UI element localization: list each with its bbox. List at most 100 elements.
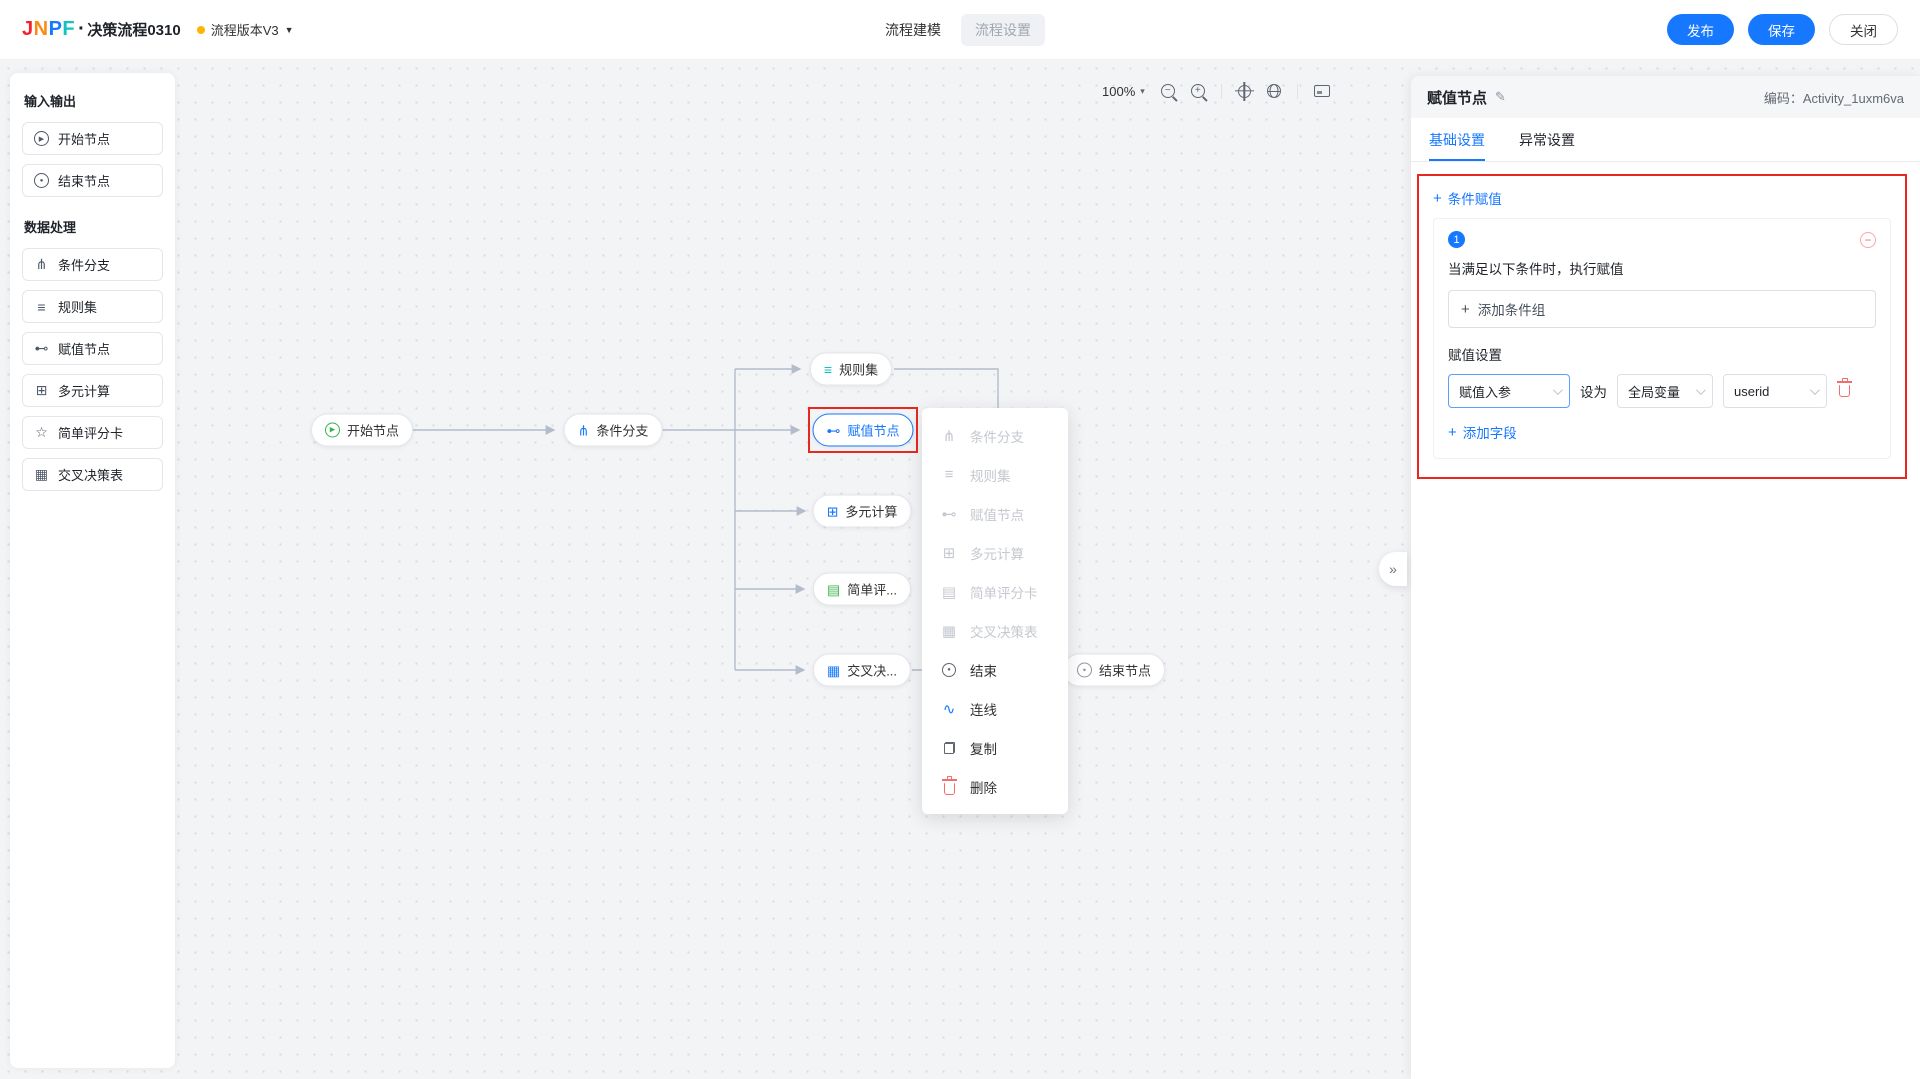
add-condition-group-label: 添加条件组	[1477, 303, 1546, 318]
tab-basic-settings[interactable]: 基础设置	[1429, 118, 1485, 161]
add-field-label: 添加字段	[1462, 426, 1517, 441]
node-start[interactable]: ▶ 开始节点	[310, 413, 414, 447]
palette-item-assignment[interactable]: ⊷ 赋值节点	[22, 332, 163, 365]
logo-letter: P	[48, 18, 63, 40]
menu-item-label: 赋值节点	[970, 507, 1024, 523]
node-condition-branch[interactable]: ⋔ 条件分支	[563, 413, 663, 447]
scope-select[interactable]: 全局变量	[1617, 374, 1713, 408]
logo-letter: N	[33, 18, 49, 40]
end-icon: ●	[1076, 662, 1092, 678]
menu-item-label: 交叉决策表	[970, 624, 1038, 640]
play-icon: ▶	[324, 422, 340, 438]
plus-icon: +	[1448, 423, 1457, 441]
zoom-level-dropdown[interactable]: 100% ▾	[1102, 84, 1145, 99]
menu-item-multi-calc: ⊞ 多元计算	[922, 533, 1068, 572]
condition-hint-text: 当满足以下条件时，执行赋值	[1448, 262, 1624, 277]
zoom-in-icon[interactable]: +	[1190, 84, 1205, 98]
node-ruleset[interactable]: ≡ 规则集	[809, 352, 893, 386]
node-label: 条件分支	[596, 423, 649, 439]
condition-group-card: 1 − 当满足以下条件时，执行赋值 + 添加条件组 赋值设置 赋值入参 设为 全…	[1433, 218, 1891, 459]
version-selector[interactable]: 流程版本V3 ▼	[196, 20, 294, 39]
caret-down-icon: ▾	[1140, 85, 1145, 96]
logo-letter: F	[62, 18, 76, 40]
node-label: 规则集	[839, 362, 879, 378]
layers-icon: ≡	[944, 466, 954, 483]
add-field-button[interactable]: + 添加字段	[1448, 422, 1876, 442]
menu-item-label: 结束	[970, 663, 997, 679]
add-condition-assignment-button[interactable]: + 条件赋值	[1433, 188, 1891, 208]
tab-exception-settings[interactable]: 异常设置	[1519, 131, 1575, 148]
remove-condition-icon[interactable]: −	[1860, 231, 1876, 248]
node-label: 多元计算	[845, 504, 898, 520]
version-label: 流程版本V3	[210, 23, 279, 38]
menu-item-scorecard: ▤ 简单评分卡	[922, 572, 1068, 611]
add-condition-group-button[interactable]: + 添加条件组	[1448, 290, 1876, 328]
assignment-settings-title: 赋值设置	[1448, 348, 1502, 363]
node-context-menu: ⋔ 条件分支 ≡ 规则集 ⊷ 赋值节点 ⊞ 多元计算 ▤ 简单评分卡 ▦ 交叉决…	[922, 408, 1068, 814]
palette-item-multi-calc[interactable]: ⊞ 多元计算	[22, 374, 163, 407]
assign-field-select[interactable]: 赋值入参	[1448, 374, 1570, 408]
menu-item-end[interactable]: ● 结束	[922, 650, 1068, 689]
palette-section-title: 数据处理	[24, 220, 77, 235]
node-palette-sidebar: 输入输出 ▶ 开始节点 ● 结束节点 数据处理 ⋔ 条件分支 ≡ 规则集 ⊷ 赋…	[10, 73, 175, 1068]
toolbar-divider	[1296, 83, 1298, 99]
zoom-level-value: 100%	[1102, 83, 1136, 99]
annotation-box-condition-section: + 条件赋值 1 − 当满足以下条件时，执行赋值 + 添加条件组 赋值设置 赋值…	[1417, 174, 1907, 479]
layers-icon: ≡	[37, 298, 46, 315]
select-value: 全局变量	[1628, 384, 1681, 400]
node-label: 简单评...	[847, 582, 898, 598]
zoom-out-icon[interactable]: −	[1160, 84, 1175, 98]
palette-item-condition-branch[interactable]: ⋔ 条件分支	[22, 248, 163, 281]
tab-flow-settings[interactable]: 流程设置	[961, 13, 1045, 46]
palette-item-label: 规则集	[58, 300, 98, 315]
menu-item-connect-line[interactable]: ∿ 连线	[922, 689, 1068, 728]
node-end[interactable]: ● 结束节点	[1062, 653, 1166, 687]
close-button[interactable]: 关闭	[1829, 14, 1898, 45]
panel-tabs: 基础设置 异常设置	[1411, 118, 1920, 162]
edit-pencil-icon[interactable]: ✎	[1495, 89, 1506, 104]
node-scorecard[interactable]: ▤ 简单评...	[812, 572, 912, 606]
mode-tabs: 流程建模 流程设置	[875, 13, 1045, 46]
menu-item-label: 连线	[970, 702, 997, 718]
value-select[interactable]: userid	[1723, 374, 1827, 408]
scorecard-icon: ▤	[941, 583, 957, 601]
menu-item-label: 简单评分卡	[970, 585, 1038, 601]
assignment-icon: ⊷	[941, 505, 957, 523]
set-as-label: 设为	[1580, 385, 1607, 400]
chevron-down-icon	[1695, 384, 1706, 395]
layers-icon: ≡	[823, 361, 833, 377]
palette-item-cross-table[interactable]: ▦ 交叉决策表	[22, 458, 163, 491]
tab-flow-modeling[interactable]: 流程建模	[885, 21, 941, 38]
node-label: 赋值节点	[847, 423, 900, 439]
play-icon: ▶	[33, 131, 50, 146]
menu-item-delete[interactable]: 删除	[922, 767, 1068, 806]
publish-button[interactable]: 发布	[1667, 14, 1734, 45]
assignment-icon: ⊷	[34, 340, 49, 356]
palette-item-ruleset[interactable]: ≡ 规则集	[22, 290, 163, 323]
node-assignment[interactable]: ⊷ 赋值节点	[812, 413, 914, 447]
palette-item-scorecard[interactable]: ☆ 简单评分卡	[22, 416, 163, 449]
trash-icon[interactable]	[1837, 378, 1852, 402]
menu-item-ruleset: ≡ 规则集	[922, 455, 1068, 494]
globe-icon[interactable]	[1266, 84, 1281, 98]
palette-item-label: 结束节点	[58, 174, 111, 189]
node-multi-calc[interactable]: ⊞ 多元计算	[812, 494, 912, 528]
locate-icon[interactable]	[1237, 84, 1251, 98]
calc-icon: ⊞	[942, 544, 956, 562]
star-icon: ☆	[35, 424, 48, 440]
end-icon: ●	[33, 173, 50, 188]
save-button[interactable]: 保存	[1748, 14, 1815, 45]
scorecard-icon: ▤	[826, 581, 841, 597]
palette-item-end-node[interactable]: ● 结束节点	[22, 164, 163, 197]
node-cross-table[interactable]: ▦ 交叉决...	[812, 653, 912, 687]
minimap-icon[interactable]	[1313, 85, 1330, 97]
menu-item-label: 多元计算	[970, 546, 1024, 562]
menu-item-copy[interactable]: 复制	[922, 728, 1068, 767]
panel-collapse-handle[interactable]: »	[1379, 552, 1407, 586]
branch-icon: ⋔	[942, 427, 956, 445]
chevron-right-icon: »	[1389, 561, 1397, 577]
palette-item-start-node[interactable]: ▶ 开始节点	[22, 122, 163, 155]
palette-item-label: 交叉决策表	[58, 468, 124, 483]
assignment-icon: ⊷	[826, 422, 841, 438]
flow-title: 决策流程0310	[87, 22, 181, 39]
